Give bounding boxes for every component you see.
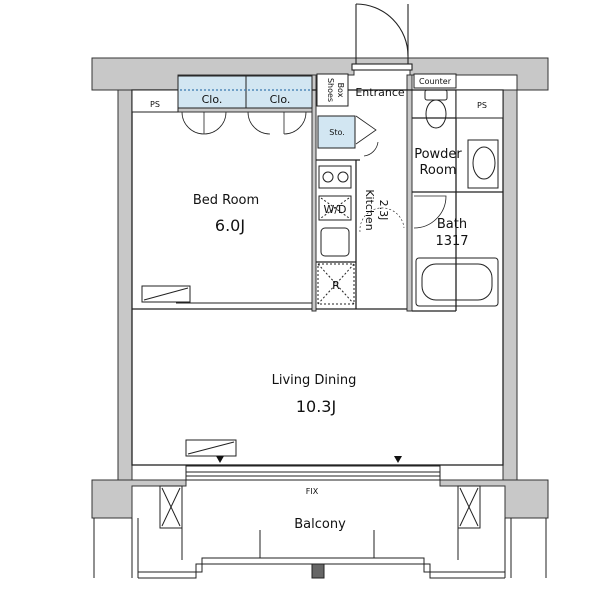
balcony-label: Balcony bbox=[294, 517, 346, 532]
pipe-space-left-label: PS bbox=[150, 100, 160, 109]
fix-window-label: FIX bbox=[306, 487, 319, 496]
storage bbox=[317, 115, 356, 149]
pipe-spaces bbox=[131, 89, 504, 119]
shoes-box-label-1: Shoes bbox=[326, 78, 335, 102]
ac-unit-icon bbox=[141, 285, 237, 457]
shoes-box-label-2: Box bbox=[336, 83, 345, 98]
bath-size: 1317 bbox=[435, 234, 468, 249]
bathtub-icon bbox=[415, 257, 499, 307]
walls bbox=[91, 57, 549, 519]
refrigerator-label: R bbox=[332, 279, 340, 292]
sliding-window bbox=[185, 465, 441, 481]
powder-room-label-2: Room bbox=[419, 163, 456, 178]
living-dining-size: 10.3J bbox=[296, 397, 336, 416]
kitchen-size: 2.3J bbox=[377, 200, 390, 221]
kitchen-name: Kitchen bbox=[363, 189, 376, 230]
toilet-icon bbox=[424, 89, 448, 129]
bedroom-name: Bed Room bbox=[193, 193, 259, 208]
bedroom-size: 6.0J bbox=[215, 216, 245, 235]
closet-right-label: Clo. bbox=[270, 93, 291, 106]
closet-left-label: Clo. bbox=[202, 93, 223, 106]
bath-name: Bath bbox=[437, 217, 467, 232]
washbasin-icon bbox=[467, 139, 499, 189]
shoes-box bbox=[316, 73, 349, 107]
washer-dryer-label: W/D bbox=[323, 203, 346, 216]
pipe-space-right-label: PS bbox=[477, 101, 487, 110]
window-marker-left-icon bbox=[216, 456, 224, 463]
interior-lines bbox=[131, 89, 504, 466]
storage-door bbox=[355, 115, 377, 145]
closets bbox=[177, 75, 313, 135]
drain-icon bbox=[311, 563, 325, 579]
living-dining-name: Living Dining bbox=[272, 373, 357, 388]
entrance-door bbox=[351, 3, 413, 71]
counter bbox=[413, 73, 457, 89]
powder-room-label-1: Powder bbox=[414, 147, 462, 162]
counter-label: Counter bbox=[419, 77, 452, 86]
bath-door bbox=[413, 195, 447, 229]
kitchen-fixtures bbox=[317, 165, 355, 305]
storage-label: Sto. bbox=[329, 128, 345, 137]
entrance-label: Entrance bbox=[355, 86, 405, 99]
window-marker-right-icon bbox=[394, 456, 402, 463]
